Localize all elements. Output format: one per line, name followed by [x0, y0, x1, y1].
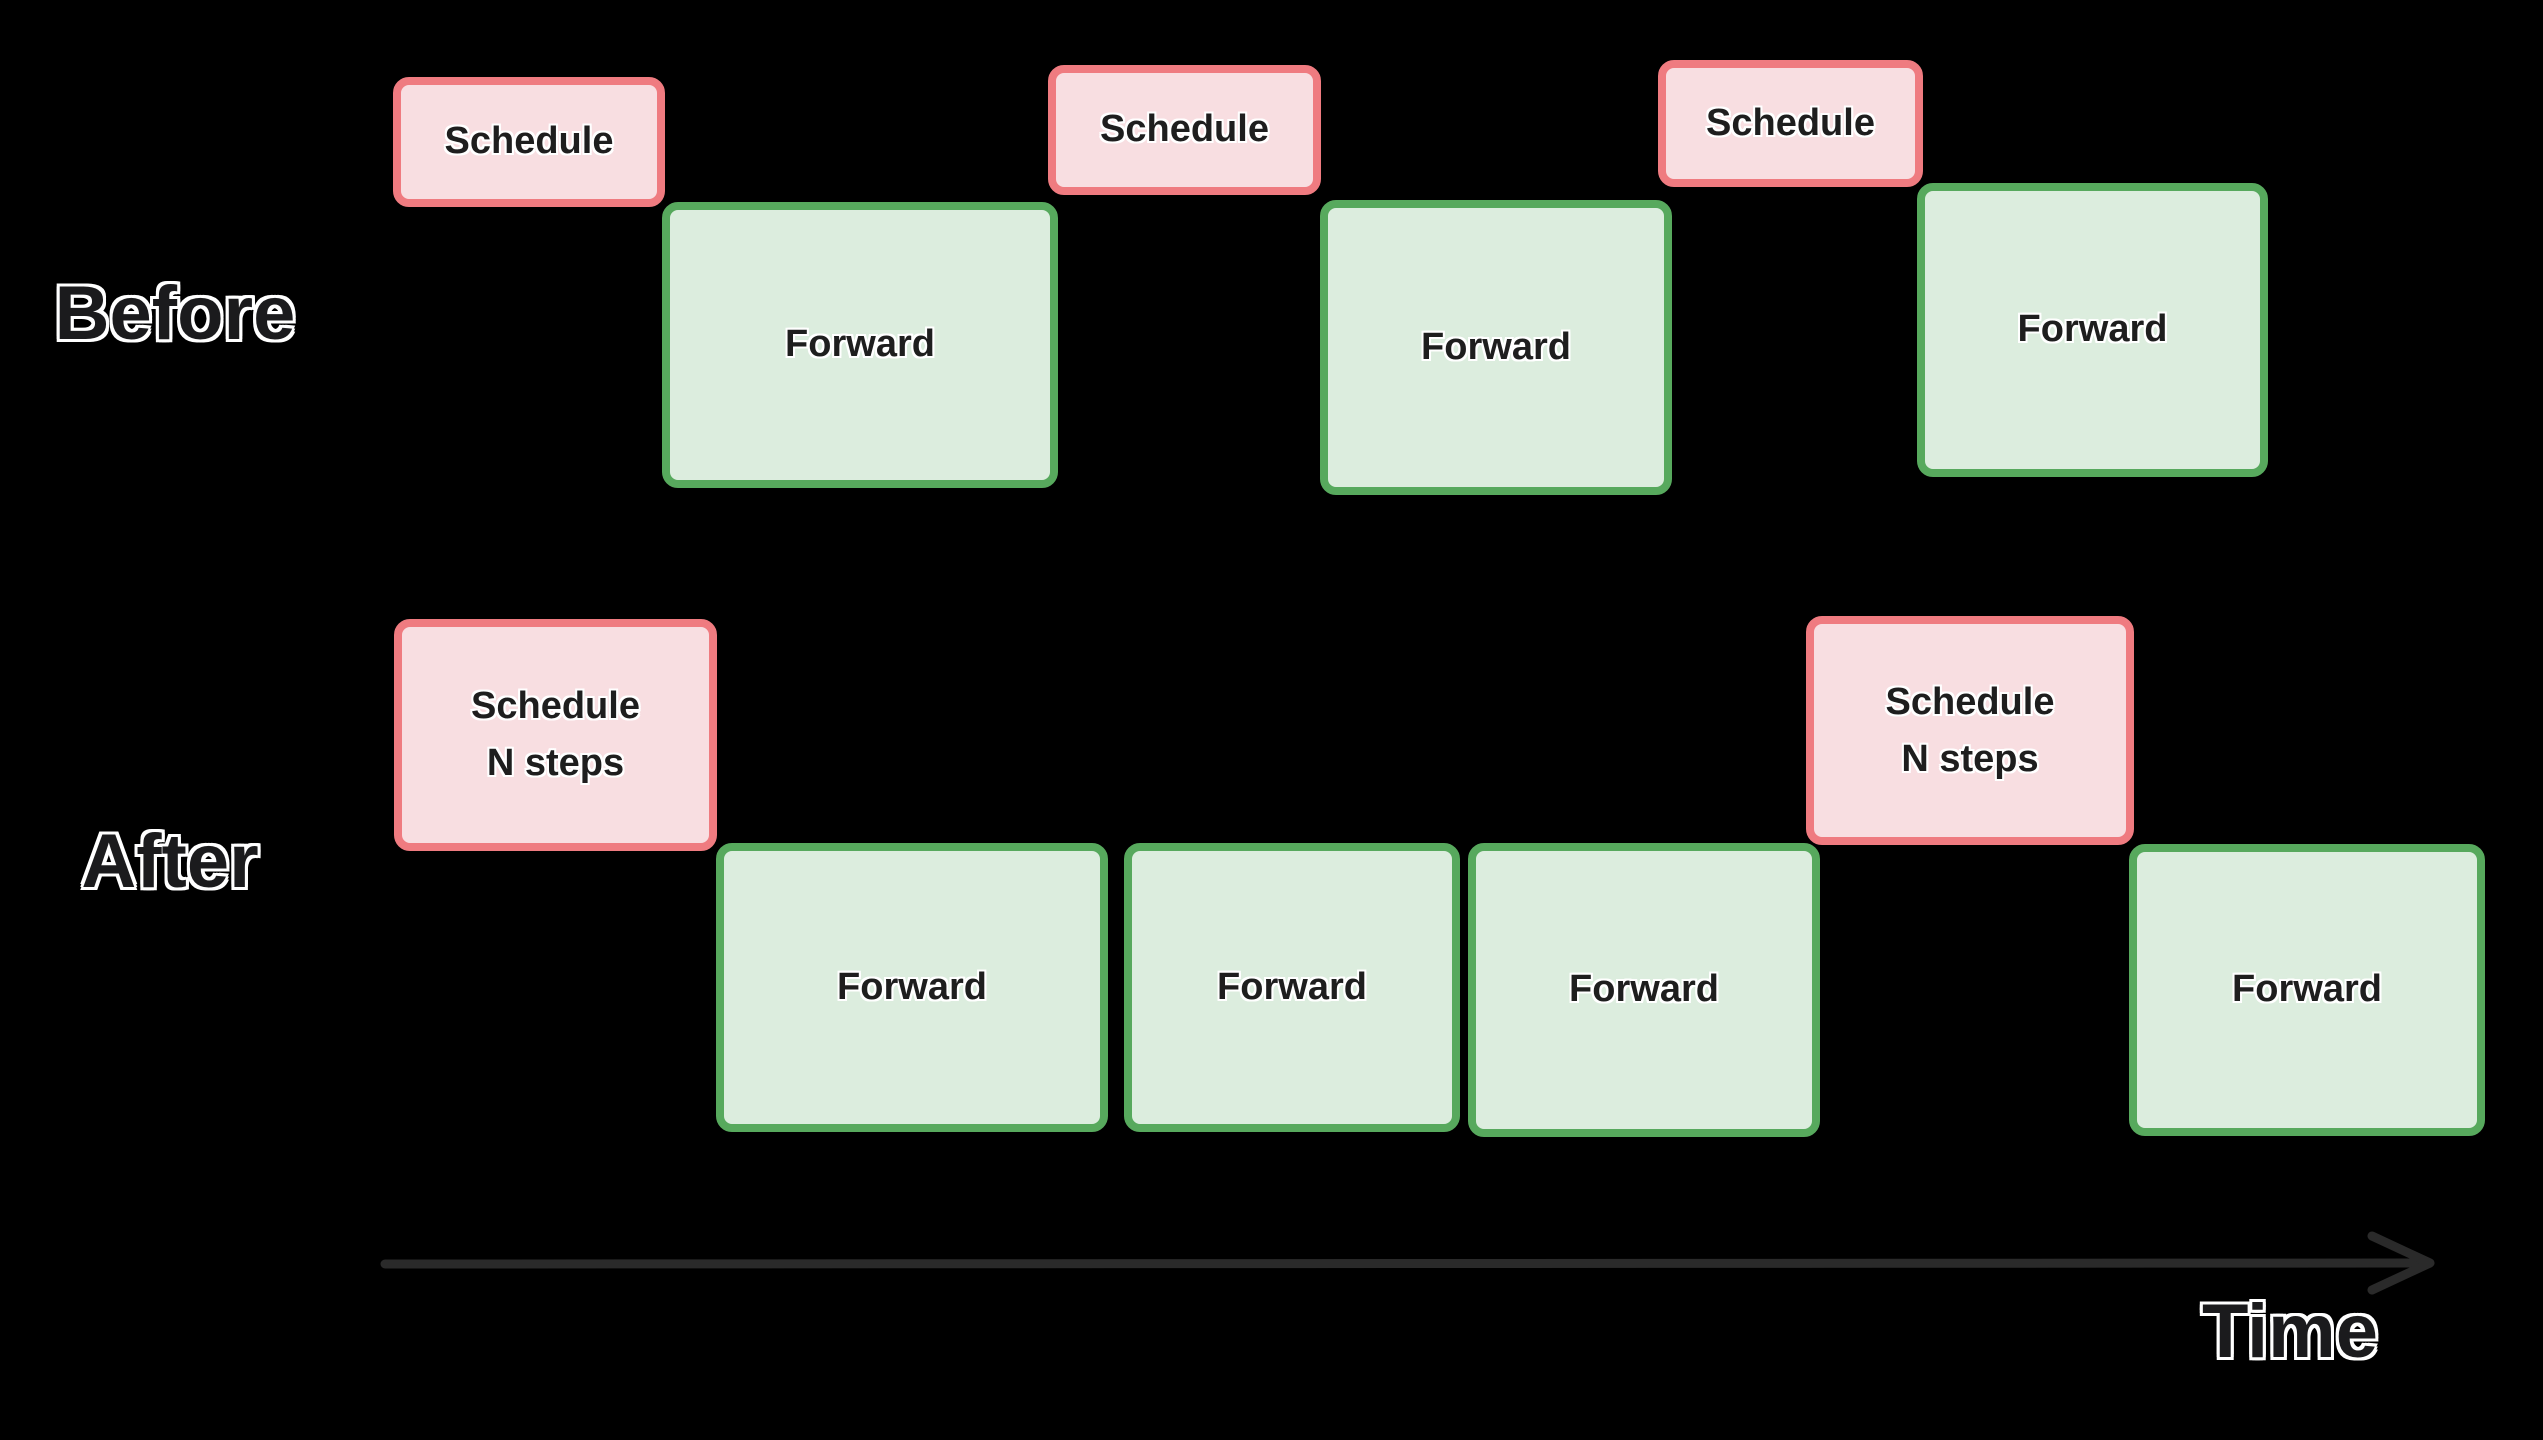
box-label: Forward	[1569, 968, 1719, 1011]
after-forward-box-4: Forward	[2129, 844, 2485, 1136]
box-label-line-2: N steps	[1901, 737, 2039, 780]
before-schedule-box-2: Schedule	[1048, 65, 1321, 195]
box-label: Forward	[837, 965, 987, 1008]
time-axis-arrow-icon	[380, 1231, 2435, 1295]
time-axis-label: Time	[2201, 1289, 2378, 1374]
before-forward-box-2: Forward	[1320, 200, 1672, 495]
after-forward-box-1: Forward	[716, 843, 1108, 1132]
box-label: Schedule N steps	[1886, 674, 2055, 788]
box-label: Forward	[785, 323, 935, 366]
box-label: Schedule	[444, 120, 614, 163]
before-forward-box-3: Forward	[1917, 183, 2268, 477]
after-forward-box-2: Forward	[1124, 843, 1460, 1132]
box-label-line-2: N steps	[486, 742, 625, 784]
box-label: Forward	[1421, 325, 1571, 368]
after-schedule-n-steps-box-2: Schedule N steps	[1806, 616, 2134, 845]
after-forward-box-3: Forward	[1468, 843, 1820, 1137]
box-label: Forward	[2017, 308, 2168, 351]
before-schedule-box-3: Schedule	[1658, 60, 1923, 187]
box-label: Forward	[2232, 968, 2382, 1011]
after-schedule-n-steps-box-1: Schedule N steps	[394, 619, 717, 851]
box-label: Schedule	[1706, 101, 1875, 144]
box-label: Schedule N steps	[471, 678, 640, 792]
box-label: Forward	[1217, 965, 1367, 1008]
before-schedule-box-1: Schedule	[393, 77, 665, 207]
box-label-line-1: Schedule	[1885, 680, 2055, 723]
after-row-label: After	[81, 819, 259, 904]
box-label-line-1: Schedule	[471, 685, 640, 727]
box-label: Schedule	[1100, 108, 1269, 151]
before-row-label: Before	[54, 271, 296, 356]
before-forward-box-1: Forward	[662, 202, 1058, 488]
